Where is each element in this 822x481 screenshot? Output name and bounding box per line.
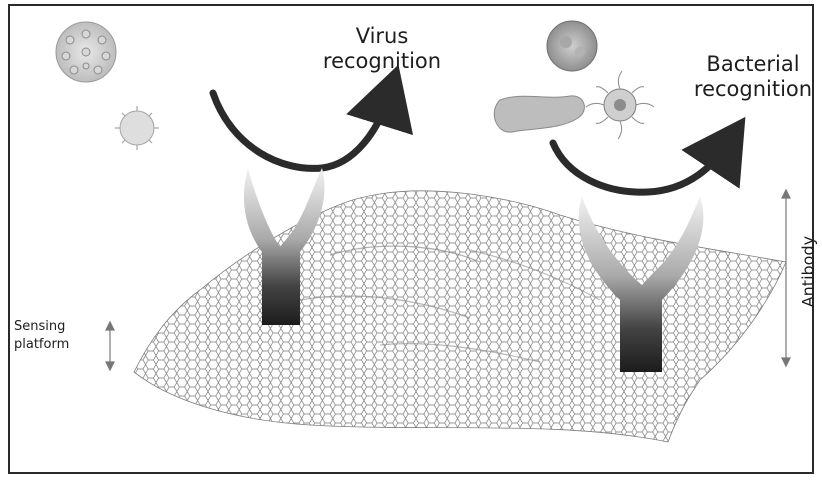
bacterium-rod <box>494 96 584 132</box>
virus-particle-large <box>56 22 116 82</box>
virus-recognition-label: Virus recognition <box>312 24 452 74</box>
bacterial-recognition-arrow <box>553 143 726 192</box>
antibody-size-arrow <box>782 190 790 366</box>
bacterium-round <box>547 21 597 71</box>
virus-recognition-arrow <box>213 93 388 168</box>
bacterial-recognition-label: Bacterial recognition <box>692 52 814 102</box>
sensing-platform-label: Sensing platform <box>14 318 94 353</box>
virus-particle-small <box>115 106 159 150</box>
virus-recognition-line1: Virus <box>312 24 452 49</box>
bacterial-recognition-line1: Bacterial <box>692 52 814 77</box>
sensing-platform-size-arrow <box>106 322 114 370</box>
virus-recognition-line2: recognition <box>312 49 452 74</box>
sensing-platform-line1: Sensing <box>14 318 94 336</box>
sensing-platform-line2: platform <box>14 336 94 354</box>
bacterial-recognition-line2: recognition <box>692 77 814 102</box>
bacterium-flagellated <box>586 71 654 139</box>
antibody-label: Antibody <box>798 222 817 322</box>
